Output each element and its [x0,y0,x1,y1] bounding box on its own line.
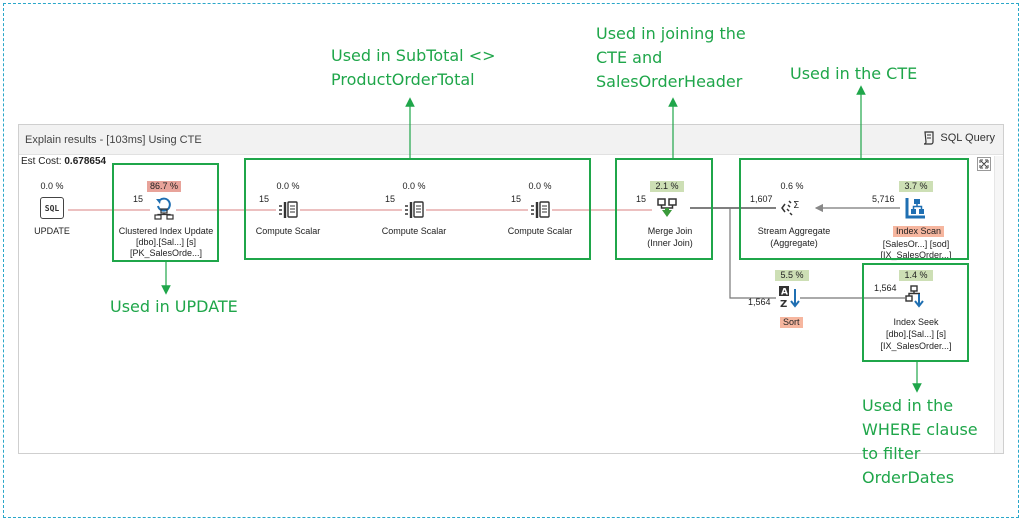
sql-script-icon [924,131,934,145]
compute-scalar-icon[interactable] [402,197,426,221]
index-scan-icon[interactable] [904,196,928,220]
svg-text:Z: Z [780,299,787,309]
cs3-rows: 15 [511,194,522,204]
merge-rows: 15 [636,194,647,204]
scan-label-1: Index Scan [893,226,945,237]
highlight-box-update [112,163,219,262]
clustered-label-1: Clustered Index Update [118,226,214,236]
compute-scalar-icon[interactable] [276,197,300,221]
merge-cost-pct: 2.1 % [650,181,684,192]
highlight-box-compute-scalars [244,158,591,260]
annotation-joining: Used in joining the CTE and SalesOrderHe… [596,22,746,94]
sort-icon[interactable]: A Z [777,285,801,309]
clustered-index-update-icon[interactable] [152,196,176,220]
cs2-cost-pct: 0.0 % [402,181,426,191]
update-label: UPDATE [34,226,70,236]
annotation-line: Used in joining the [596,24,746,43]
update-node[interactable]: SQL [40,197,64,219]
annotation-line: to filter [862,444,921,463]
vertical-scrollbar[interactable] [994,156,1003,453]
annotation-where: Used in the WHERE clause to filter Order… [862,394,978,490]
annotation-line: ProductOrderTotal [331,70,475,89]
svg-text:A: A [781,288,788,298]
stream-label-1: Stream Aggregate [757,226,831,236]
scan-cost-pct: 3.7 % [899,181,933,192]
highlight-box-merge-join [615,158,713,260]
annotation-line: Used in the CTE [790,64,918,83]
panel-header: Explain results - [103ms] Using CTE SQL … [19,125,1003,155]
clustered-cost-pct: 86.7 % [147,181,181,192]
annotation-line: WHERE clause [862,420,978,439]
annotation-line: Used in SubTotal <> [331,46,496,65]
annotation-line: Used in UPDATE [110,297,238,316]
annotation-subtotal: Used in SubTotal <> ProductOrderTotal [331,44,496,92]
outer-frame [3,3,1019,518]
annotation-line: Used in the [862,396,954,415]
merge-label-1: Merge Join [647,226,693,236]
cs1-cost-pct: 0.0 % [276,181,300,191]
sql-icon: SQL [44,203,60,213]
sql-query-label: SQL Query [940,132,995,144]
annotation-line: OrderDates [862,468,955,487]
sort-rows: 1,564 [748,297,771,307]
cs1-rows: 15 [259,194,270,204]
stream-label-2: (Aggregate) [770,238,818,248]
highlight-box-where [862,263,969,362]
sort-cost-pct: 5.5 % [775,270,809,281]
sql-query-button[interactable]: SQL Query [922,131,995,145]
stream-rows: 1,607 [750,194,773,204]
sort-label: Sort [780,317,803,328]
annotation-cte: Used in the CTE [790,62,917,86]
est-cost: Est Cost: 0.678654 [21,156,106,167]
annotation-line: CTE and [596,48,663,67]
seek-cost-pct: 1.4 % [899,270,933,281]
est-cost-value: 0.678654 [64,156,107,167]
panel-title: Explain results - [103ms] Using CTE [25,134,202,146]
est-cost-label: Est Cost: [21,156,62,167]
annotation-line: SalesOrderHeader [596,72,743,91]
scan-label-3: [IX_SalesOrder...] [880,250,952,260]
seek-label-1: Index Seek [893,317,939,327]
seek-label-2: [dbo].[Sal...] [s] [885,329,947,339]
seek-rows: 1,564 [874,283,897,293]
seek-label-3: [IX_SalesOrder...] [880,341,952,351]
svg-text:Σ: Σ [793,200,799,211]
cs3-cost-pct: 0.0 % [528,181,552,191]
update-cost-pct: 0.0 % [40,181,64,191]
highlight-box-cte [739,158,969,260]
merge-label-2: (Inner Join) [647,238,693,248]
scan-label-2: [SalesOr...] [sod] [882,239,950,249]
annotation-update: Used in UPDATE [110,295,238,319]
cs2-label: Compute Scalar [381,226,447,236]
cs1-label: Compute Scalar [255,226,321,236]
fit-view-button[interactable] [977,157,991,171]
scan-rows: 5,716 [872,194,895,204]
expand-icon [979,159,989,169]
merge-join-icon[interactable] [655,196,679,220]
stream-cost-pct: 0.6 % [780,181,804,191]
cs3-label: Compute Scalar [507,226,573,236]
clustered-label-2: [dbo].[Sal...] [s] [135,237,197,247]
index-seek-icon[interactable] [904,285,928,309]
stream-aggregate-icon[interactable]: Σ [780,196,804,220]
compute-scalar-icon[interactable] [528,197,552,221]
cs2-rows: 15 [385,194,396,204]
clustered-rows: 15 [133,194,144,204]
explain-results-panel: Explain results - [103ms] Using CTE SQL … [18,124,1004,454]
clustered-label-3: [PK_SalesOrde...] [129,248,203,258]
